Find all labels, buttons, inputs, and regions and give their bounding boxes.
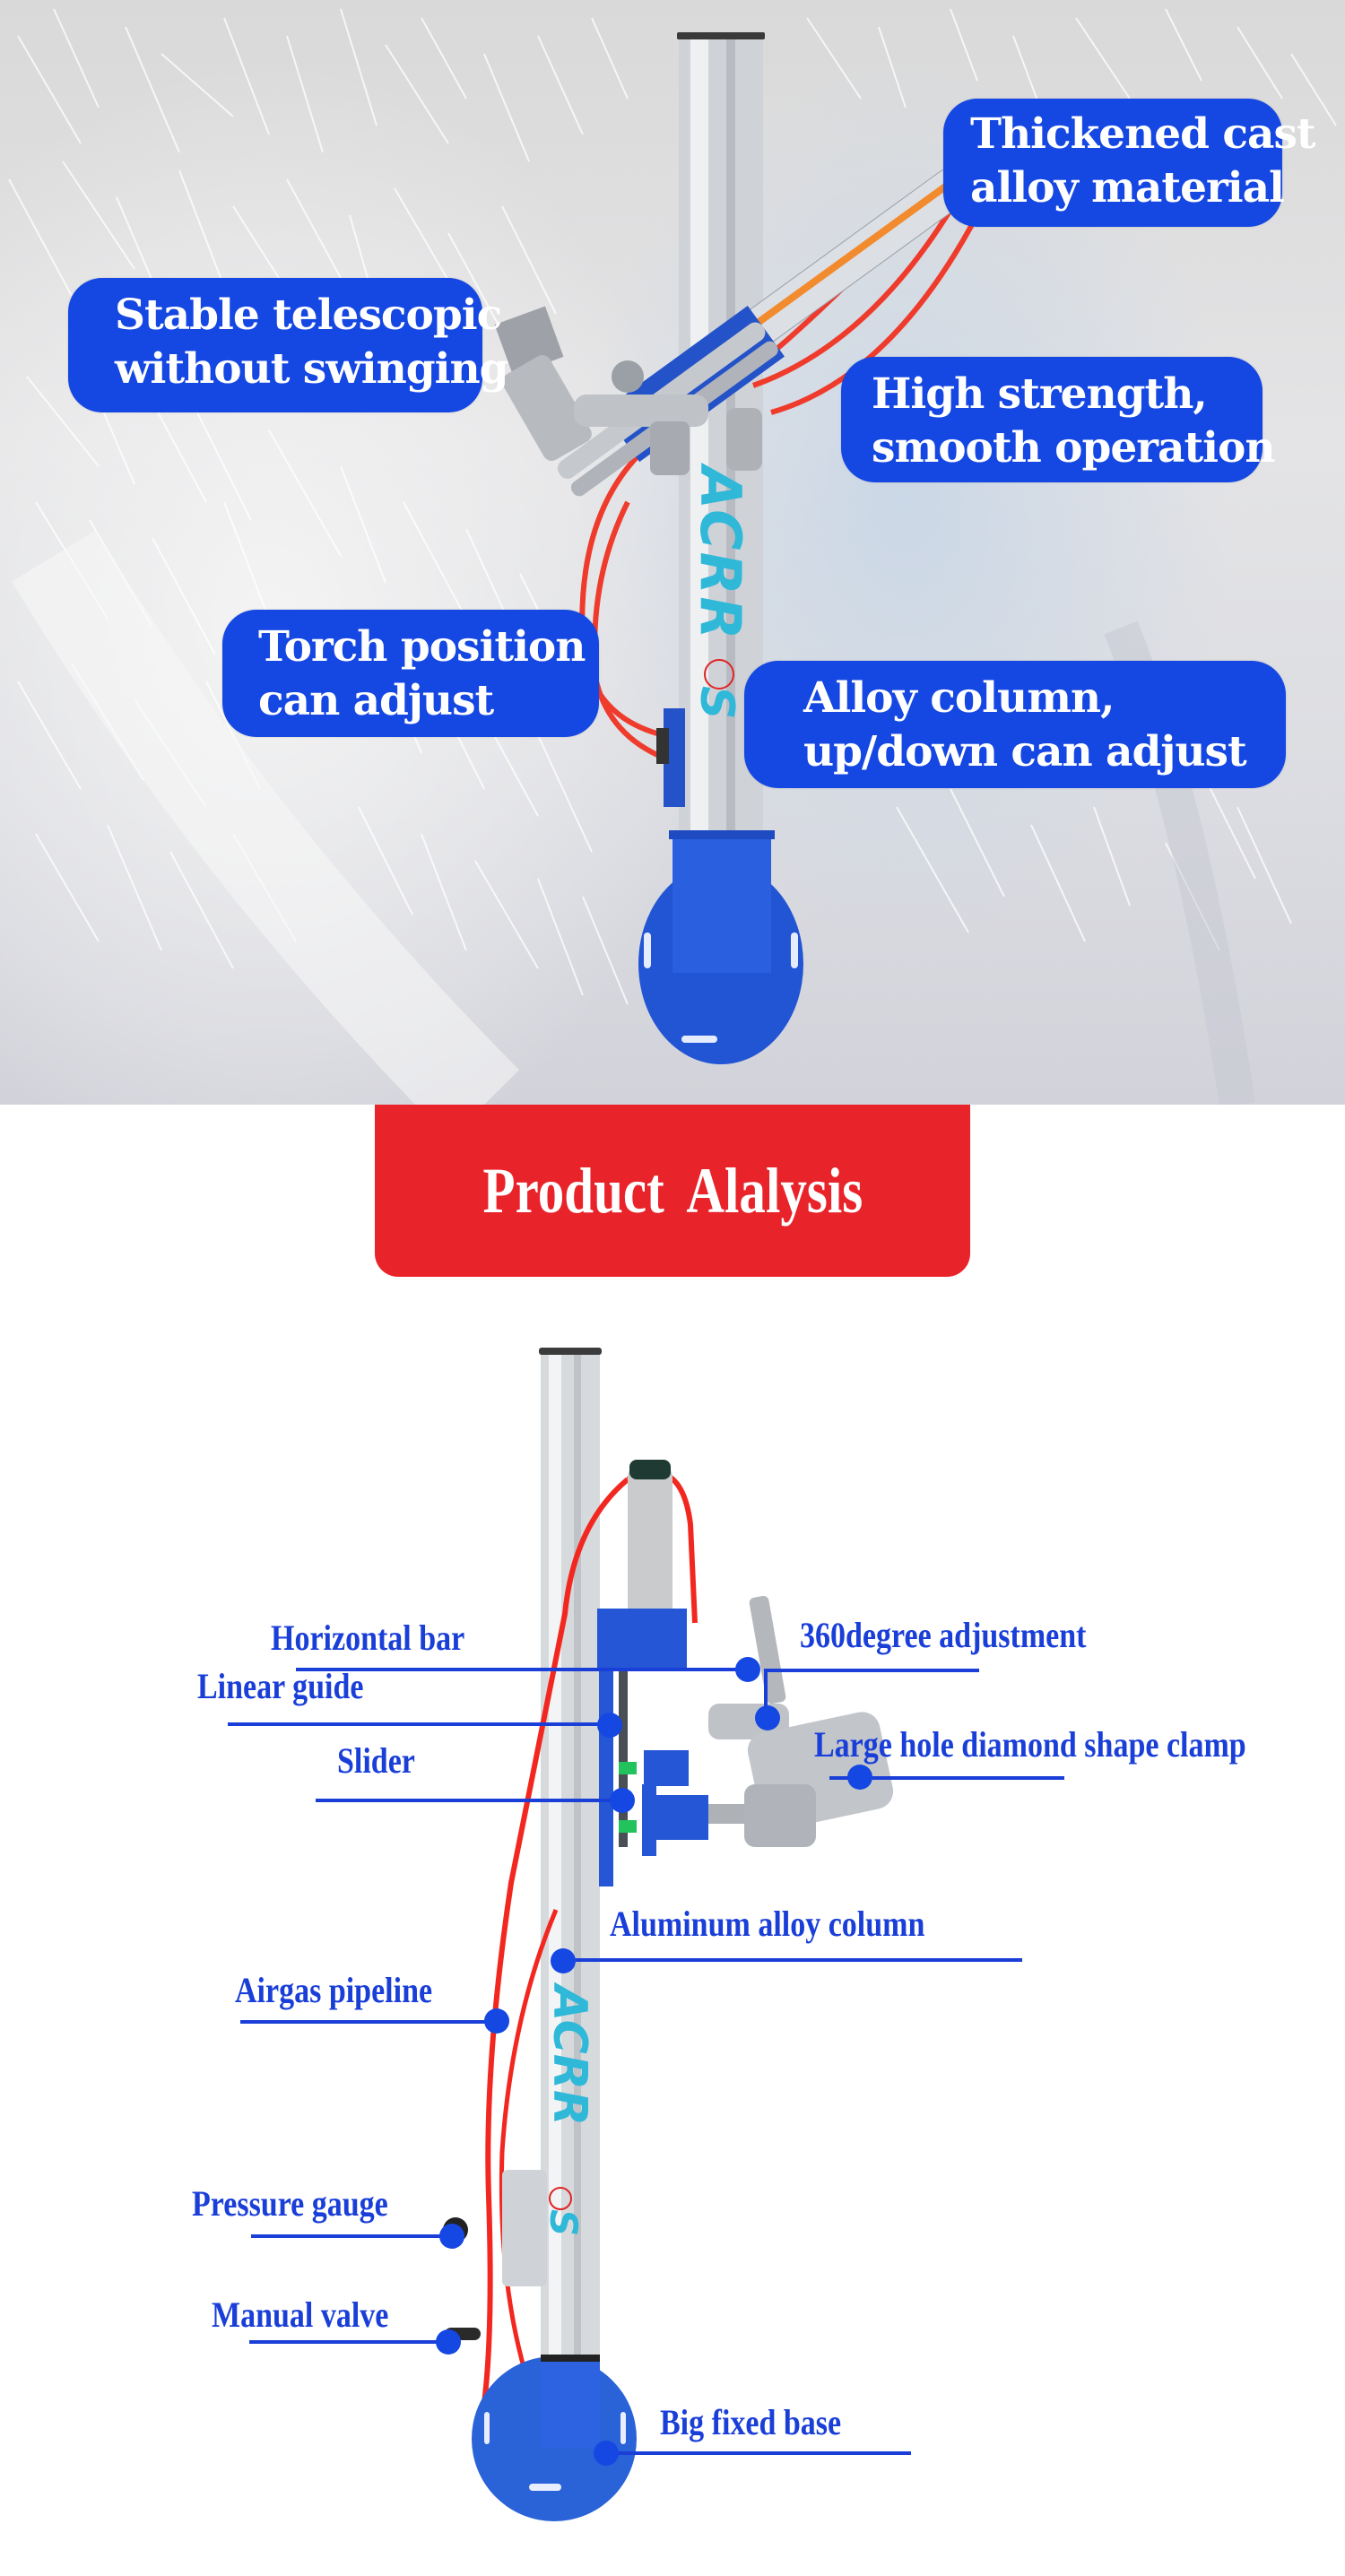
- callout-torch-position: Torch position can adjust: [222, 610, 599, 737]
- callout-thickened-cast: Thickened cast alloy material: [943, 99, 1316, 227]
- label-aluminum-column: Aluminum alloy column: [610, 1904, 925, 1944]
- leader-dot: [594, 2441, 619, 2466]
- banner-title: Product Alalysis: [482, 1154, 863, 1227]
- label-horizontal-bar: Horizontal bar: [271, 1618, 465, 1658]
- leader-dot: [610, 1788, 635, 1813]
- leader-line: [228, 1722, 613, 1726]
- callout-stable-telescopic: Stable telescopic without swinging: [68, 278, 509, 412]
- label-manual-valve: Manual valve: [212, 2294, 389, 2335]
- callout-text-line: alloy material: [970, 163, 1285, 212]
- hero-section: ACRR S Thickened cast alloy material Sta…: [0, 0, 1345, 1105]
- leader-dot: [436, 2329, 461, 2355]
- callout-text-line: can adjust: [258, 676, 494, 725]
- leader-line: [249, 2340, 454, 2344]
- callout-text-line: up/down can adjust: [803, 727, 1247, 776]
- label-airgas-pipeline: Airgas pipeline: [235, 1970, 433, 2010]
- brand-logo-top: ACRR: [688, 462, 753, 641]
- brand-logo-bottom: ACRR: [542, 1982, 596, 2126]
- label-360-adjustment: 360degree adjustment: [800, 1615, 1087, 1655]
- leader-line: [764, 1669, 979, 1672]
- label-big-fixed-base: Big fixed base: [660, 2402, 842, 2442]
- label-large-hole-clamp: Large hole diamond shape clamp: [814, 1724, 1246, 1765]
- callout-text-line: Thickened cast: [970, 109, 1316, 159]
- callout-text-line: smooth operation: [872, 423, 1276, 473]
- leader-dot: [597, 1713, 622, 1738]
- leader-dot: [735, 1657, 760, 1682]
- leader-line: [240, 2020, 500, 2024]
- callout-text-line: Stable telescopic: [115, 291, 502, 340]
- label-slider: Slider: [337, 1740, 415, 1781]
- leader-line: [764, 1669, 768, 1710]
- svg-text:S: S: [690, 686, 743, 719]
- leader-dot: [847, 1765, 872, 1790]
- leader-line: [316, 1799, 620, 1802]
- leader-dot: [439, 2224, 464, 2249]
- welding-carriage-photo: ACRR S: [494, 32, 989, 1064]
- spark-background-image: [8, 8, 1337, 1105]
- callout-text-line: High strength,: [872, 369, 1208, 419]
- product-analysis-diagram: ACRR S Horizontal bar 360degree adjustme…: [0, 1277, 1345, 2576]
- callout-text-line: Alloy column,: [803, 673, 1115, 723]
- welding-carriage-diagram-photo: ACRR S: [443, 1348, 894, 2521]
- leader-line: [619, 2451, 911, 2455]
- leader-line: [829, 1776, 1064, 1780]
- callout-high-strength: High strength, smooth operation: [841, 357, 1276, 482]
- leader-line: [574, 1958, 1022, 1962]
- callout-text-line: Torch position: [258, 622, 586, 672]
- label-linear-guide: Linear guide: [197, 1666, 364, 1706]
- leader-dot: [551, 1948, 576, 1973]
- svg-text:S: S: [542, 2209, 586, 2236]
- section-banner: Product Alalysis: [375, 1105, 970, 1277]
- leader-line: [251, 2234, 456, 2238]
- leader-dot: [755, 1705, 780, 1730]
- callout-text-line: without swinging: [115, 344, 509, 394]
- leader-dot: [484, 2008, 509, 2034]
- leader-line: [296, 1668, 749, 1671]
- callout-alloy-column: Alloy column, up/down can adjust: [744, 661, 1286, 788]
- label-pressure-gauge: Pressure gauge: [192, 2183, 388, 2224]
